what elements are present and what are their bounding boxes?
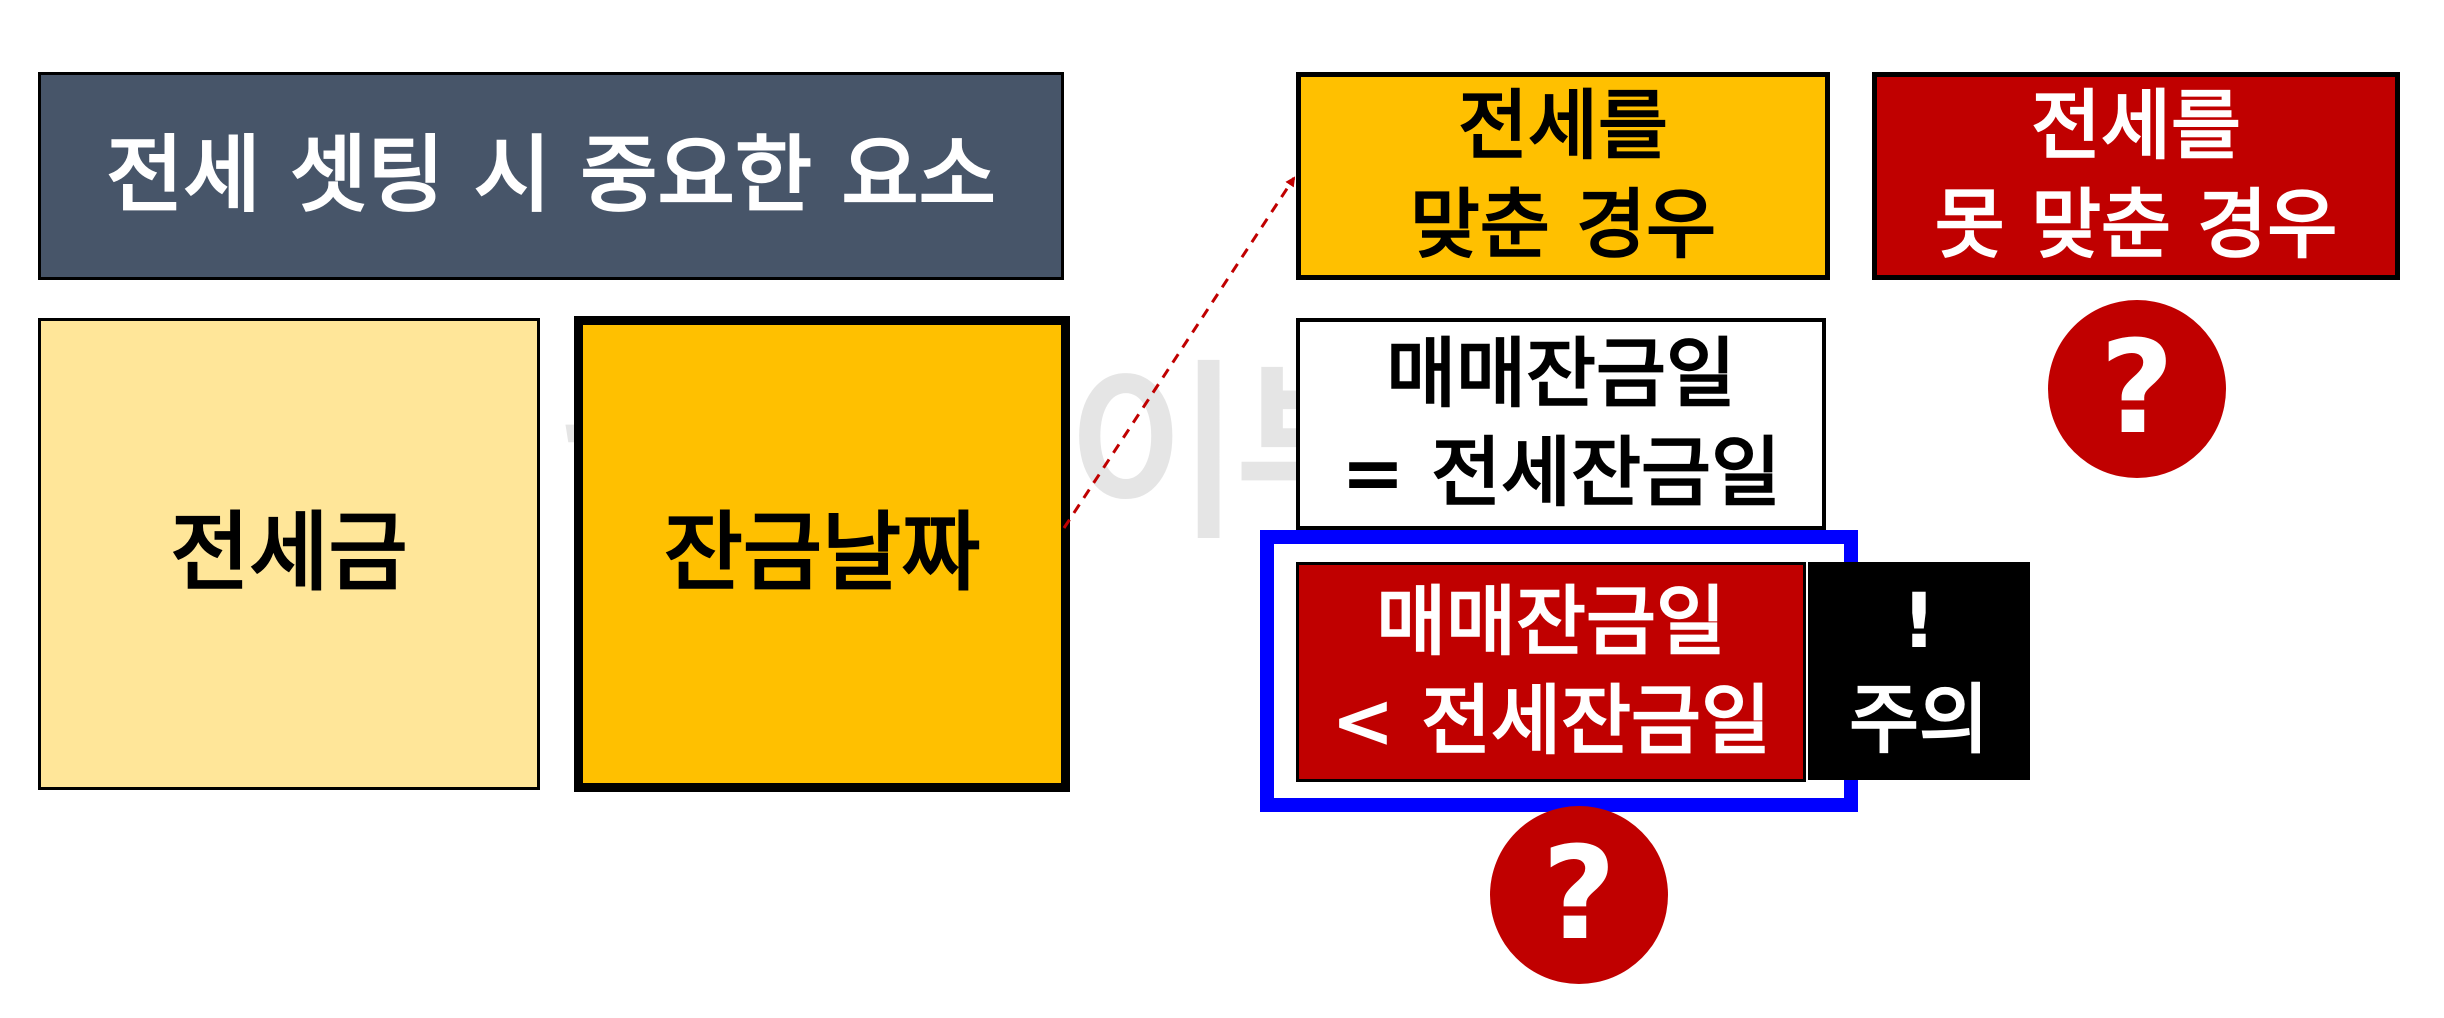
matched-case-box: 전세를 맞춘 경우	[1296, 72, 1830, 280]
title-box: 전세 셋팅 시 중요한 요소	[38, 72, 1064, 280]
matched-case-line-2: 맞춘 경우	[1409, 180, 1717, 269]
matched-case-line-1: 전세를	[1458, 81, 1668, 171]
earlier-condition-line-1: 매매잔금일	[1376, 577, 1726, 667]
equal-condition-line-1: 매매잔금일	[1386, 329, 1736, 419]
caution-mark: !	[1901, 576, 1937, 666]
caution-label: 주의	[1849, 675, 1989, 764]
equal-condition-line-2: = 전세잔금일	[1341, 428, 1781, 517]
deposit-label: 전세금	[170, 503, 408, 604]
equal-date-condition-box: 매매잔금일 = 전세잔금일	[1296, 318, 1826, 530]
question-mark-text: ?	[1541, 820, 1617, 969]
balance-date-label: 잔금날짜	[663, 503, 981, 604]
deposit-factor-box: 전세금	[38, 318, 540, 790]
balance-date-factor-box: 잔금날짜	[574, 316, 1070, 792]
question-mark-icon: ?	[2048, 300, 2226, 478]
earlier-condition-line-2: < 전세잔금일	[1331, 676, 1771, 765]
not-matched-case-line-1: 전세를	[2031, 81, 2241, 171]
title-text: 전세 셋팅 시 중요한 요소	[106, 126, 996, 225]
question-mark-icon: ?	[1490, 806, 1668, 984]
dashed-arrow	[1062, 176, 1296, 529]
not-matched-case-box: 전세를 못 맞춘 경우	[1872, 72, 2400, 280]
earlier-date-condition-box: 매매잔금일 < 전세잔금일	[1296, 562, 1806, 782]
caution-box: ! 주의	[1808, 562, 2030, 780]
question-mark-text: ?	[2099, 314, 2175, 463]
not-matched-case-line-2: 못 맞춘 경우	[1934, 180, 2338, 269]
